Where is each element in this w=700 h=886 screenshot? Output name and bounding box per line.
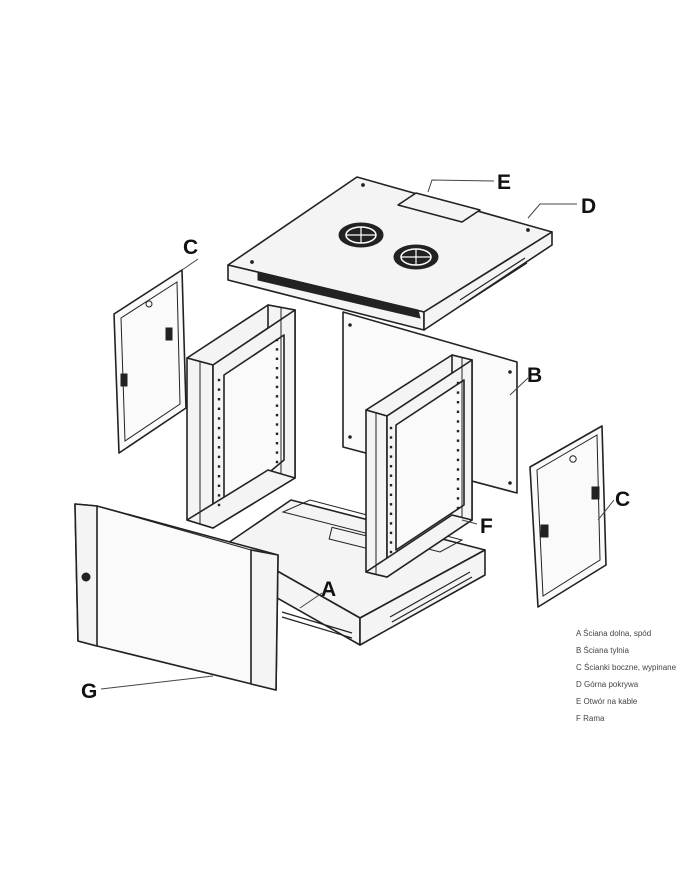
mount-hole (217, 407, 221, 410)
mount-hole (389, 445, 393, 449)
mount-hole (275, 395, 279, 398)
mount-hole (217, 465, 221, 468)
mount-hole (217, 455, 221, 459)
bottom-vent (281, 571, 473, 639)
mount-hole (456, 497, 460, 500)
mount-hole (217, 475, 221, 478)
callout-c-right: C (615, 488, 630, 511)
mount-hole (275, 376, 279, 379)
mount-hole (456, 439, 460, 442)
callout-e: E (497, 171, 511, 194)
lock-icon (569, 455, 577, 463)
legend-item-c: C Ścianki boczne, wypinane (576, 663, 677, 672)
leader-lines (100, 179, 615, 690)
callout-a: A (321, 578, 336, 601)
mount-hole (456, 410, 460, 413)
frame-left-holes (217, 338, 279, 507)
fan-icon (338, 222, 384, 248)
mount-hole (217, 503, 221, 507)
legend-item-a: A Ściana dolna, spód (576, 629, 652, 638)
mount-hole (389, 550, 393, 554)
mount-hole (389, 426, 393, 430)
mount-hole (389, 455, 393, 458)
cable-opening (397, 192, 481, 223)
callout-b: B (527, 364, 542, 387)
mount-hole (389, 512, 393, 515)
mount-hole (456, 391, 460, 394)
mount-hole (275, 385, 279, 389)
mount-hole (456, 458, 460, 462)
hinge-icon (120, 373, 128, 387)
mount-hole (389, 503, 393, 506)
mount-hole (456, 429, 460, 433)
fan-icon (393, 244, 439, 270)
frame-left (186, 304, 296, 529)
mount-hole (217, 436, 221, 439)
mount-hole (456, 468, 460, 471)
mount-hole (456, 487, 460, 490)
callout-c-left: C (183, 236, 198, 259)
mount-hole (275, 460, 279, 464)
mount-hole (217, 426, 221, 430)
mount-hole (456, 420, 460, 423)
mount-hole (217, 417, 221, 420)
mount-hole (275, 442, 279, 445)
mount-hole (275, 357, 279, 360)
mount-hole (275, 432, 279, 435)
front-door (74, 503, 279, 691)
mount-hole (389, 493, 393, 496)
top-vent (257, 257, 528, 319)
mount-hole (389, 541, 393, 544)
hinge-icon (165, 327, 173, 341)
mount-hole (275, 367, 279, 370)
mount-hole (275, 348, 279, 351)
mount-hole (217, 494, 221, 497)
callout-f: F (480, 515, 493, 538)
mount-hole (389, 531, 393, 535)
mount-hole (389, 484, 393, 487)
hinge-icon (591, 486, 600, 500)
mount-hole (456, 381, 460, 385)
parts-legend: A Ściana dolna, spód B Ściana tylnia C Ś… (576, 625, 676, 727)
mount-hole (217, 388, 221, 391)
mount-hole (456, 401, 460, 404)
mount-hole (389, 522, 393, 525)
mount-hole (275, 413, 279, 417)
mount-hole (275, 338, 279, 342)
mount-hole (456, 506, 460, 510)
mount-hole (217, 484, 221, 487)
legend-item-e: E Otwór na kable (576, 697, 638, 706)
lock-icon (145, 300, 153, 308)
callout-g: G (81, 680, 97, 703)
top-cover (227, 176, 553, 331)
mount-hole (275, 451, 279, 454)
hinge-icon (540, 524, 549, 538)
mount-hole (389, 474, 393, 477)
lock-icon (81, 572, 91, 582)
legend-item-b: B Ściana tylnia (576, 646, 629, 655)
mount-hole (389, 436, 393, 439)
legend-item-f: F Rama (576, 714, 605, 723)
mount-hole (275, 423, 279, 426)
side-wall-left (113, 269, 187, 454)
side-wall-right (529, 425, 607, 608)
mount-hole (217, 446, 221, 449)
mount-hole (389, 465, 393, 468)
mount-hole (456, 449, 460, 452)
frame-right (365, 354, 473, 578)
mount-hole (217, 378, 221, 382)
frame-right-holes (389, 381, 460, 554)
mount-hole (275, 404, 279, 407)
mount-hole (456, 478, 460, 481)
callout-d: D (581, 195, 596, 218)
legend-item-d: D Górna pokrywa (576, 680, 639, 689)
mount-hole (217, 398, 221, 401)
